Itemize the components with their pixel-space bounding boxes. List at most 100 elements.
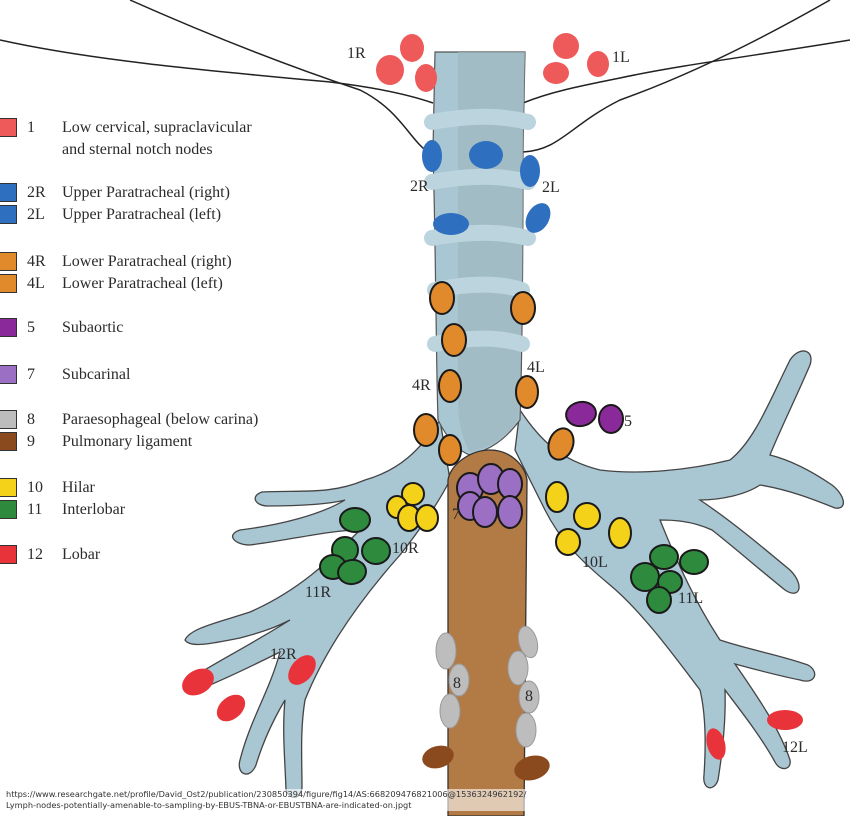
legend-swatch xyxy=(0,545,17,564)
lymph-node-station-4l xyxy=(515,375,539,409)
legend-code: 2R xyxy=(27,184,46,201)
lymph-node-station-4l xyxy=(547,427,575,461)
legend-code: 8 xyxy=(27,411,35,428)
lymph-node-station-11 xyxy=(679,549,709,575)
legend-label-text-line2: and sternal notch nodes xyxy=(62,141,213,158)
lymph-node-station-12 xyxy=(182,668,214,696)
legend-swatch xyxy=(0,432,17,451)
lymph-node-station-8 xyxy=(517,625,539,659)
lymph-node-station-4l xyxy=(510,291,536,325)
lymph-node-station-4r xyxy=(413,413,439,447)
lymph-node-station-11 xyxy=(361,537,391,565)
legend-code: 12 xyxy=(27,546,43,563)
lymph-node-station-8 xyxy=(435,632,457,670)
legend-item-7: 7 Subcarinal xyxy=(0,364,130,386)
station-label: 12L xyxy=(782,739,808,756)
station-label: 8 xyxy=(453,675,461,692)
legend-label: Lower Paratracheal (right) xyxy=(62,251,232,273)
legend-label: Upper Paratracheal (left) xyxy=(62,204,221,226)
lymph-node-station-1 xyxy=(376,55,404,85)
legend-label-text: Lower Paratracheal (left) xyxy=(62,275,223,292)
legend-label-text: Low cervical, supraclavicular xyxy=(62,119,252,136)
station-label: 1R xyxy=(347,45,366,62)
lymph-node-station-1 xyxy=(543,62,569,84)
lymph-node-station-2l xyxy=(520,155,540,187)
legend-label-text: Upper Paratracheal (right) xyxy=(62,184,230,201)
legend-label: Low cervical, supraclavicular and sternal… xyxy=(62,117,252,161)
lymph-node-station-9 xyxy=(422,745,454,769)
legend-code: 4L xyxy=(27,275,45,292)
lymph-node-station-11 xyxy=(337,558,367,586)
legend-label: Interlobar xyxy=(62,499,125,521)
legend-label-text: Hilar xyxy=(62,479,95,496)
legend-item-8: 8 Paraesophageal (below carina) xyxy=(0,409,258,431)
lymph-node-station-8 xyxy=(515,712,537,748)
legend-label: Lobar xyxy=(62,544,100,566)
station-label: 4L xyxy=(527,359,545,376)
legend-swatch xyxy=(0,118,17,137)
legend-swatch xyxy=(0,252,17,271)
lymph-node-station-8 xyxy=(448,663,470,697)
station-label: 10R xyxy=(392,540,419,557)
lymph-node-station-1 xyxy=(415,64,437,92)
legend-label: Lower Paratracheal (left) xyxy=(62,273,223,295)
legend-code: 11 xyxy=(27,501,43,518)
esophagus xyxy=(447,449,528,816)
legend-code: 10 xyxy=(27,479,43,496)
station-label: 1L xyxy=(612,49,630,66)
legend-item-2r: 2R Upper Paratracheal (right) xyxy=(0,182,230,204)
legend-swatch xyxy=(0,365,17,384)
source-url-line-1: https://www.researchgate.net/profile/Dav… xyxy=(6,789,527,799)
legend-label-text: Subcarinal xyxy=(62,366,131,383)
legend-label: Upper Paratracheal (right) xyxy=(62,182,230,204)
station-label: 5 xyxy=(624,413,632,430)
lymph-node-station-1 xyxy=(587,51,609,77)
lymph-node-station-4r xyxy=(438,369,462,403)
station-label: 11L xyxy=(678,590,703,607)
legend-item-2l: 2L Upper Paratracheal (left) xyxy=(0,204,221,226)
cartilage-ring xyxy=(424,108,536,130)
station-label: 2L xyxy=(542,179,560,196)
legend-label-text: Interlobar xyxy=(62,501,126,518)
legend-label-text: Paraesophageal (below carina) xyxy=(62,411,259,428)
lymph-node-station-10 xyxy=(555,528,581,556)
lymph-node-station-4r xyxy=(441,323,467,357)
lymph-node-station-11 xyxy=(646,586,672,614)
lymph-node-station-12 xyxy=(216,694,246,722)
lymph-node-station-5 xyxy=(565,400,597,428)
legend-swatch xyxy=(0,410,17,429)
station-label: 12R xyxy=(270,646,297,663)
lymph-node-station-2r xyxy=(433,213,469,235)
legend-swatch xyxy=(0,318,17,337)
station-label: 7 xyxy=(452,506,460,523)
lymph-node-station-12 xyxy=(706,728,726,760)
lymph-node-station-8 xyxy=(518,680,540,714)
legend-label-text: Lobar xyxy=(62,546,101,563)
station-label: 2R xyxy=(410,178,429,195)
neck-outline xyxy=(0,0,850,153)
legend-code: 5 xyxy=(27,319,35,336)
legend-code: 7 xyxy=(27,366,35,383)
legend-label: Subcarinal xyxy=(62,364,130,386)
lymph-node-station-8 xyxy=(507,650,529,686)
legend-item-11: 11 Interlobar xyxy=(0,499,125,521)
lymph-node-station-10 xyxy=(545,481,569,513)
lymph-node-station-9 xyxy=(514,755,550,781)
cartilage-ring xyxy=(424,224,536,246)
legend-code: 4R xyxy=(27,253,46,270)
source-url-line-2: Lymph-nodes-potentially-amenable-to-samp… xyxy=(6,800,412,810)
lymph-node-station-8 xyxy=(439,693,461,729)
legend-item-10: 10 Hilar xyxy=(0,477,95,499)
legend-swatch xyxy=(0,500,17,519)
legend-item-4r: 4R Lower Paratracheal (right) xyxy=(0,251,232,273)
legend-swatch xyxy=(0,205,17,224)
lymph-nodes xyxy=(182,33,803,781)
legend-item-12: 12 Lobar xyxy=(0,544,100,566)
legend-code: 2L xyxy=(27,206,45,223)
legend-swatch xyxy=(0,274,17,293)
legend-label-text: Upper Paratracheal (left) xyxy=(62,206,222,223)
legend-label: Subaortic xyxy=(62,317,123,339)
lymph-node-station-10 xyxy=(573,502,601,530)
